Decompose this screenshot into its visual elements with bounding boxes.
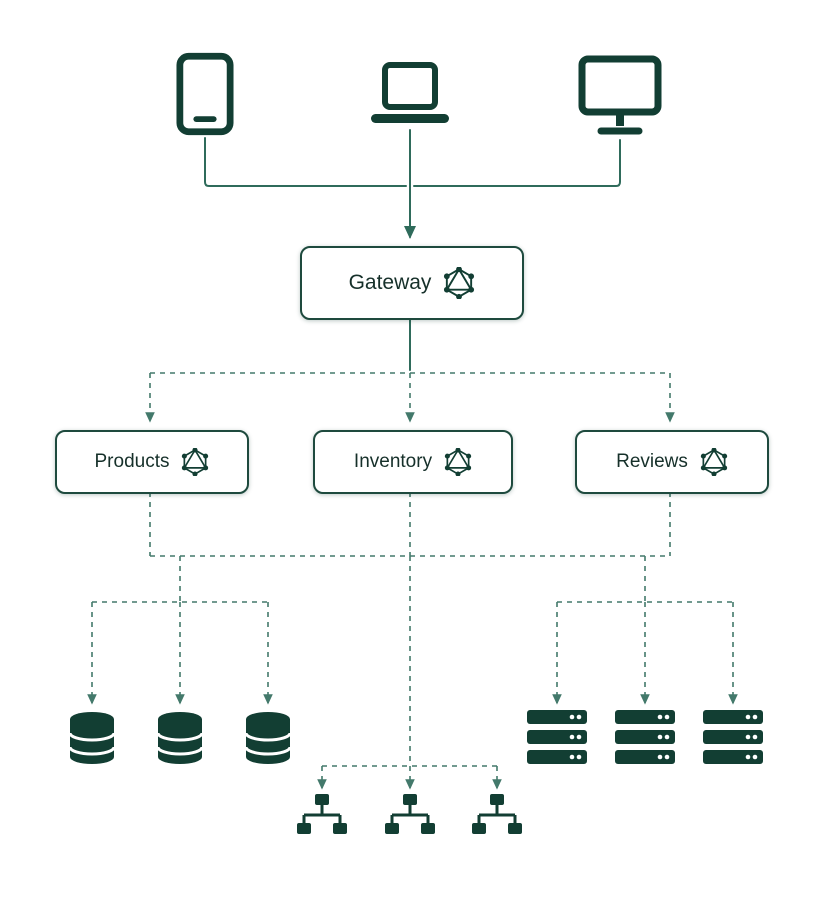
service-network-icon <box>291 794 353 849</box>
subgraph-node-products: Products <box>55 430 249 494</box>
gateway-node: Gateway <box>300 246 524 320</box>
subgraph-label-reviews: Reviews <box>616 451 688 472</box>
edge-desktop-gateway <box>413 139 621 187</box>
subgraph-label-inventory: Inventory <box>353 451 433 472</box>
tablet-icon <box>176 52 234 141</box>
gateway-label: Gateway <box>348 271 432 294</box>
server-icon <box>615 710 675 769</box>
desktop-icon <box>578 55 662 142</box>
server-icon <box>703 710 763 769</box>
graphql-icon <box>444 448 472 476</box>
graphql-icon <box>700 448 728 476</box>
graphql-icon <box>181 448 209 476</box>
laptop-icon <box>368 62 452 131</box>
subgraph-node-reviews: Reviews <box>575 430 769 494</box>
database-icon <box>244 710 292 771</box>
subgraph-label-products: Products <box>94 451 170 472</box>
service-network-icon <box>466 794 528 849</box>
database-icon <box>68 710 116 771</box>
edge-tablet-gateway <box>204 137 407 187</box>
subgraph-node-inventory: Inventory <box>313 430 513 494</box>
database-icon <box>156 710 204 771</box>
server-icon <box>527 710 587 769</box>
graphql-icon <box>443 267 475 299</box>
service-network-icon <box>379 794 441 849</box>
